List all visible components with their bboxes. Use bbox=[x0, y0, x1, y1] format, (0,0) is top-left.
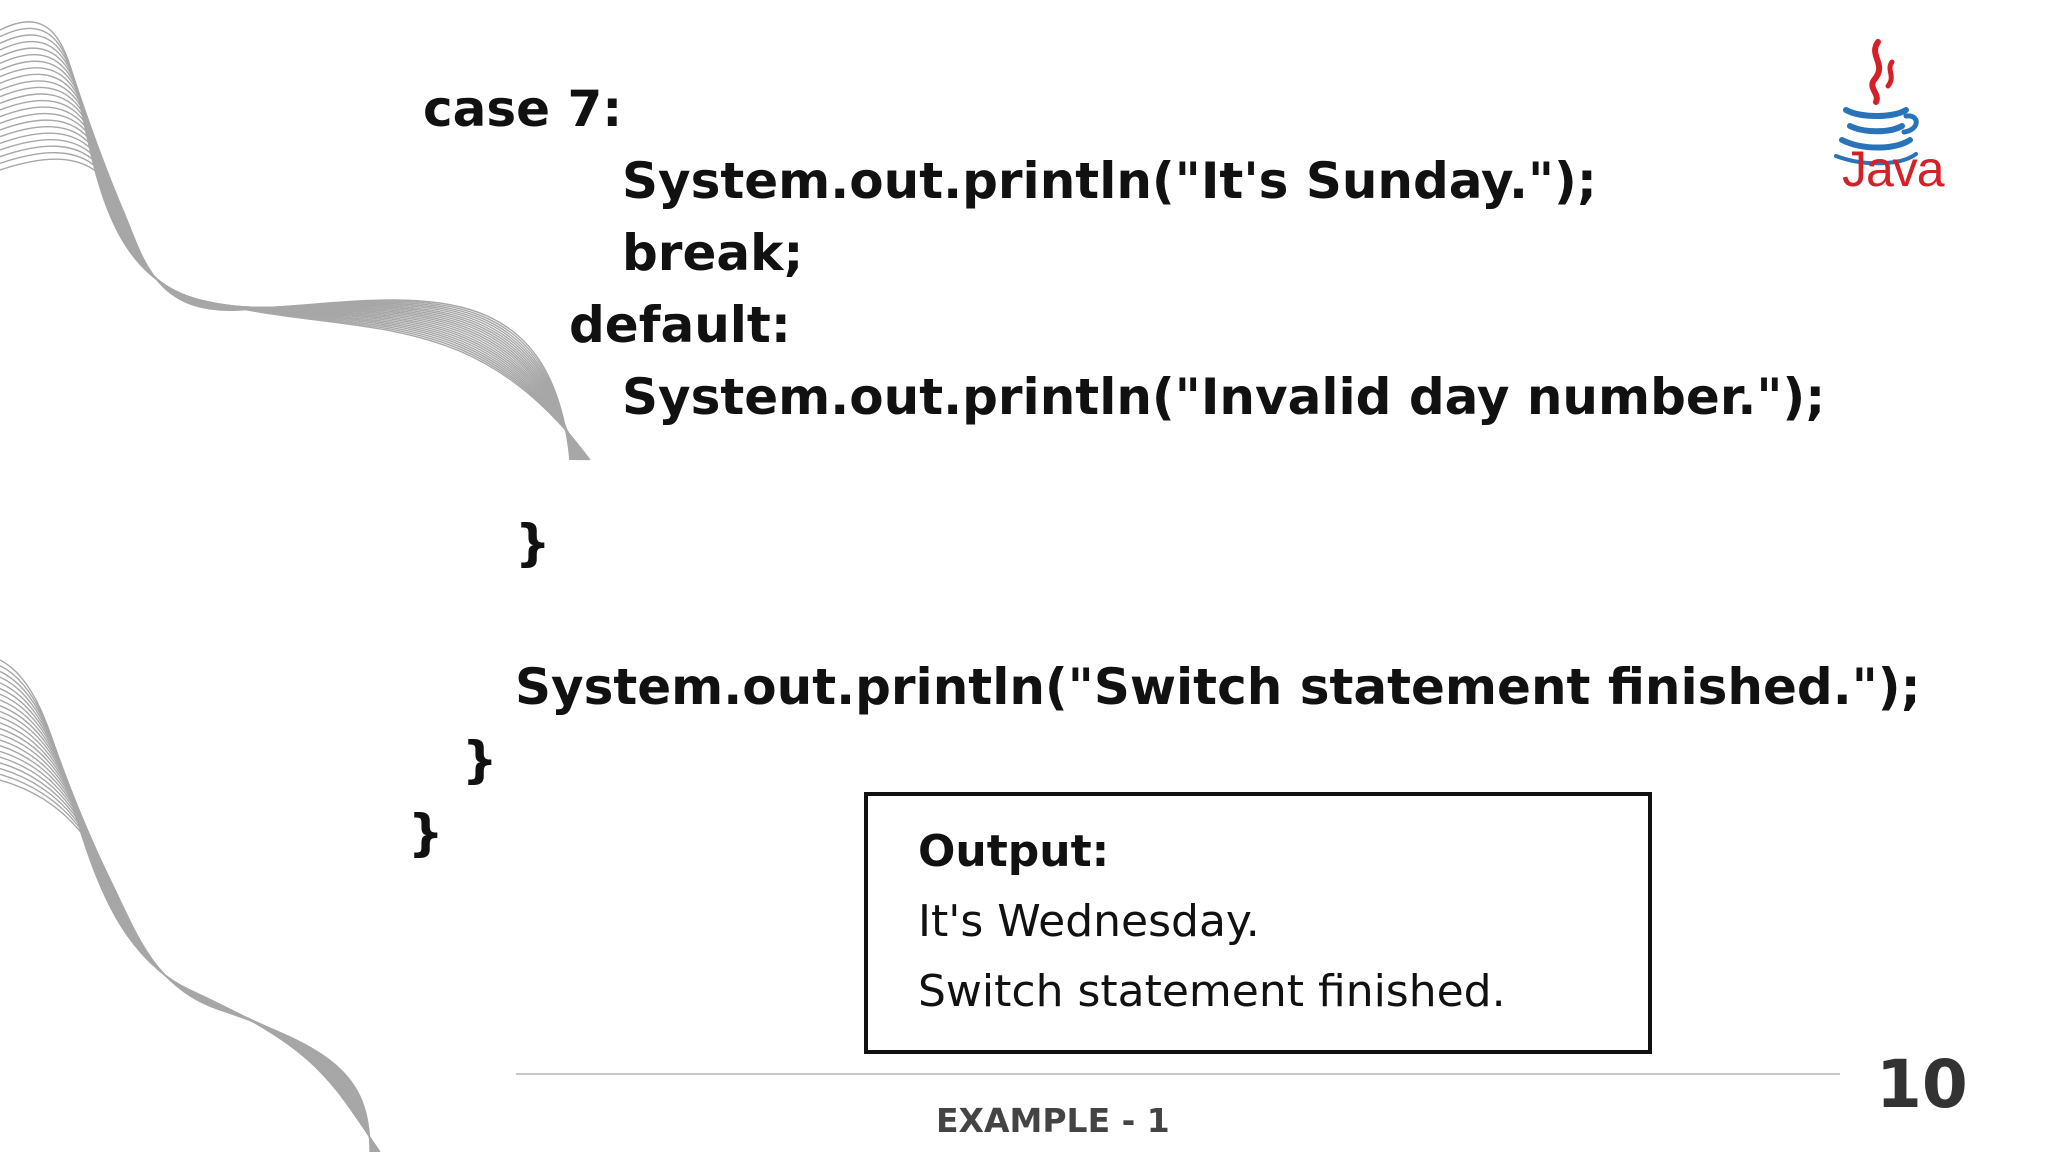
wave-line bbox=[0, 727, 375, 1152]
wave-line bbox=[0, 106, 579, 461]
wave-line bbox=[0, 145, 573, 461]
wave-line bbox=[0, 756, 373, 1152]
wave-line bbox=[0, 750, 374, 1152]
wave-line bbox=[0, 676, 380, 1152]
code-line-case-7: case 7: bbox=[423, 80, 623, 138]
wave-line bbox=[0, 112, 578, 461]
wave-line bbox=[0, 138, 574, 461]
code-line-print-finished: System.out.println("Switch statement fin… bbox=[515, 658, 1921, 716]
wave-line bbox=[0, 705, 377, 1152]
footer-label: EXAMPLE - 1 bbox=[936, 1101, 1170, 1140]
wave-line bbox=[0, 659, 381, 1152]
wave-line bbox=[0, 119, 577, 461]
wave-line bbox=[0, 733, 375, 1152]
code-line-break: break; bbox=[622, 224, 804, 282]
code-line-default: default: bbox=[569, 296, 791, 354]
wave-line bbox=[0, 773, 372, 1152]
wave-line bbox=[0, 739, 375, 1152]
output-line-2: Switch statement finished. bbox=[918, 966, 1506, 1017]
wave-line bbox=[0, 158, 571, 461]
wave-line bbox=[0, 710, 377, 1152]
wave-line bbox=[0, 93, 581, 461]
wave-line bbox=[0, 682, 379, 1152]
wave-line bbox=[0, 687, 379, 1152]
output-line-1: It's Wednesday. bbox=[918, 896, 1260, 947]
wave-line bbox=[0, 767, 372, 1152]
wave-line bbox=[0, 99, 580, 461]
wave-line bbox=[0, 125, 576, 461]
page-number: 10 bbox=[1876, 1046, 1968, 1123]
wave-line bbox=[0, 779, 371, 1152]
wave-line bbox=[0, 762, 373, 1152]
wave-line bbox=[0, 699, 378, 1152]
wave-line bbox=[0, 693, 378, 1152]
output-title: Output: bbox=[918, 826, 1110, 877]
footer-divider bbox=[516, 1073, 1840, 1075]
code-line-close-switch: } bbox=[515, 514, 551, 572]
wave-line bbox=[0, 665, 381, 1152]
java-logo-text: Java bbox=[1842, 141, 1945, 197]
java-cup-icon bbox=[1834, 39, 1919, 166]
wave-line bbox=[0, 132, 575, 461]
wave-line bbox=[0, 745, 374, 1152]
wave-line bbox=[0, 86, 582, 461]
wave-line bbox=[0, 722, 376, 1152]
wave-line bbox=[0, 670, 380, 1152]
code-line-close-main: } bbox=[462, 731, 498, 789]
code-line-print-sunday: System.out.println("It's Sunday."); bbox=[622, 152, 1597, 210]
wave-line bbox=[0, 152, 572, 461]
wave-line bbox=[0, 716, 376, 1152]
code-line-close-class: } bbox=[408, 804, 444, 862]
code-line-print-invalid: System.out.println("Invalid day number."… bbox=[622, 368, 1826, 426]
output-box: Output: It's Wednesday. Switch statement… bbox=[864, 792, 1652, 1054]
